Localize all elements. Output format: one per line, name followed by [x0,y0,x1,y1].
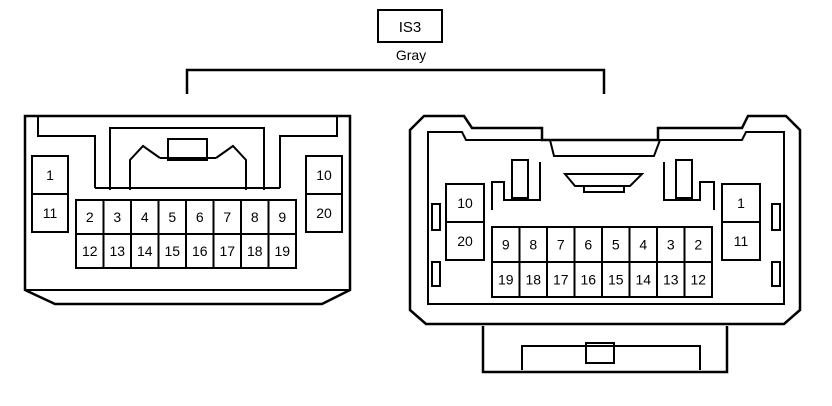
pin-number: 9 [278,209,286,225]
pin-cell [546,261,576,298]
connector-id-box [377,9,443,43]
pin-number: 20 [316,205,332,221]
pin-cell [102,199,132,235]
right-center-pins: 9 8 7 6 5 4 3 2 19 18 17 16 15 14 13 12 [491,226,713,298]
pin-number: 5 [168,209,176,225]
pin-cell [518,226,548,263]
pin-number: 2 [86,209,94,225]
pin-cell [721,221,761,261]
pin-number: 15 [608,272,624,288]
pin-number: 1 [46,167,54,183]
pin-number: 10 [457,195,473,211]
pin-cell [656,261,686,298]
pin-cell [267,199,297,235]
pin-number: 19 [498,272,514,288]
pin-number: 16 [192,243,208,259]
pin-number: 10 [316,167,332,183]
pin-cell [656,226,686,263]
pin-cell [75,199,105,235]
pin-number: 12 [690,272,706,288]
right-connector [408,114,802,374]
pin-number: 8 [251,209,259,225]
pin-cell [157,199,187,235]
pin-number: 1 [737,195,745,211]
pin-number: 7 [557,237,565,253]
pin-number: 7 [223,209,231,225]
pin-number: 4 [639,237,647,253]
pin-number: 3 [113,209,121,225]
left-center-pins: 2 3 4 5 6 7 8 9 12 13 14 15 16 17 18 19 [75,199,297,269]
connector-id: IS3 [399,19,422,36]
pin-number: 12 [82,243,98,259]
pin-number: 13 [109,243,125,259]
right-side-left-pins: 10 20 [445,183,485,261]
pin-cell [518,261,548,298]
pin-number: 14 [635,272,651,288]
left-side-right-pins: 10 20 [305,155,343,233]
pin-number: 14 [137,243,153,259]
pin-cell [305,155,343,195]
pin-cell [31,155,69,195]
pin-number: 20 [457,233,473,249]
pin-number: 18 [247,243,263,259]
pin-number: 5 [612,237,620,253]
pin-number: 4 [141,209,149,225]
pin-number: 16 [580,272,596,288]
pin-cell [305,193,343,233]
pin-number: 2 [694,237,702,253]
pin-cell [102,233,132,269]
pin-cell [445,221,485,261]
pin-number: 8 [529,237,537,253]
pin-number: 19 [274,243,290,259]
pin-number: 17 [219,243,235,259]
pin-number: 11 [734,233,749,249]
pin-number: 18 [525,272,541,288]
right-side-right-pins: 111 [721,183,761,261]
pin-cell [185,233,215,269]
pin-number: 13 [663,272,679,288]
pin-number: 11 [43,205,58,221]
pin-number: 6 [584,237,592,253]
left-side-left-pins: 111 [31,155,69,233]
pin-cell [267,233,297,269]
connector-color: Gray [396,47,426,63]
pin-cell [75,233,105,269]
pin-cell [721,183,761,223]
pin-number: 9 [502,237,510,253]
pin-number: 3 [667,237,675,253]
pin-cell [683,261,713,298]
pin-number: 15 [164,243,180,259]
left-connector [23,114,352,306]
pairing-bracket [185,68,606,94]
pin-number: 6 [196,209,204,225]
pin-cell [212,199,242,235]
pin-number: 17 [553,272,569,288]
pin-cell [31,193,69,233]
